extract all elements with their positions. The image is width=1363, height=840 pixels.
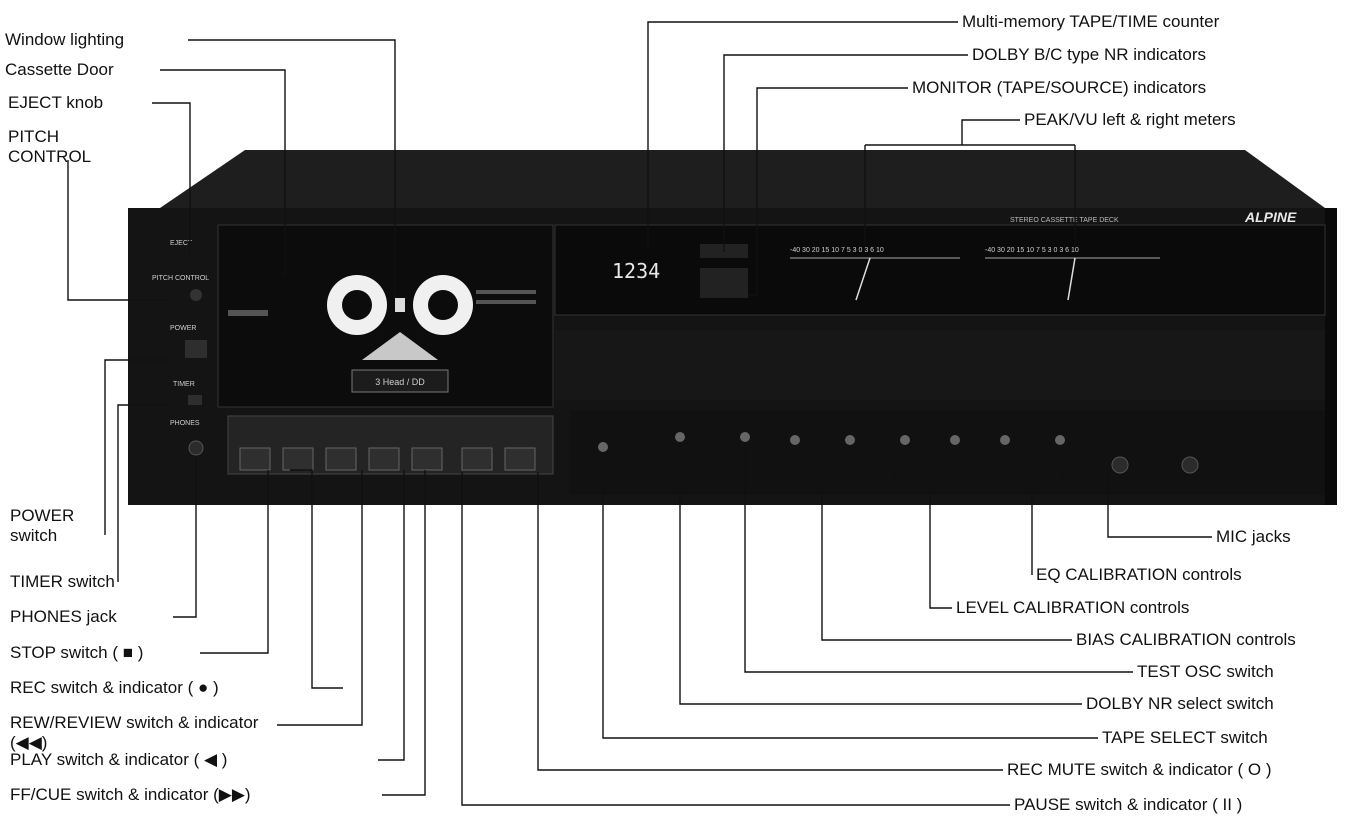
label-cassette-door: Cassette Door	[5, 60, 114, 80]
label-phones-jack: PHONES jack	[10, 607, 117, 627]
label-test-osc: TEST OSC switch	[1137, 662, 1274, 682]
label-stop-switch: STOP switch ( ■ )	[10, 643, 143, 663]
label-tape-select: TAPE SELECT switch	[1102, 728, 1268, 748]
label-window-lighting: Window lighting	[5, 30, 124, 50]
label-dolby-indicators: DOLBY B/C type NR indicators	[972, 45, 1206, 65]
label-rec-switch: REC switch & indicator ( ● )	[10, 678, 219, 698]
label-level-cal: LEVEL CALIBRATION controls	[956, 598, 1189, 618]
label-power-switch: POWER switch	[10, 506, 100, 546]
label-eject-knob: EJECT knob	[8, 93, 103, 113]
label-counter: Multi-memory TAPE/TIME counter	[962, 12, 1219, 32]
label-peak-vu: PEAK/VU left & right meters	[1024, 110, 1236, 130]
label-timer-switch: TIMER switch	[10, 572, 115, 592]
label-mic-jacks: MIC jacks	[1216, 527, 1291, 547]
label-pitch-control: PITCH CONTROL	[8, 127, 118, 167]
label-play-switch: PLAY switch & indicator ( ◀ )	[10, 750, 227, 770]
label-bias-cal: BIAS CALIBRATION controls	[1076, 630, 1296, 650]
label-pause: PAUSE switch & indicator ( II )	[1014, 795, 1242, 815]
label-ff-switch: FF/CUE switch & indicator (▶▶)	[10, 785, 251, 805]
label-rew-switch: REW/REVIEW switch & indicator (◀◀)	[10, 713, 275, 753]
label-dolby-select: DOLBY NR select switch	[1086, 694, 1274, 714]
label-eq-cal: EQ CALIBRATION controls	[1036, 565, 1242, 585]
label-monitor-indicators: MONITOR (TAPE/SOURCE) indicators	[912, 78, 1206, 98]
label-rec-mute: REC MUTE switch & indicator ( O )	[1007, 760, 1272, 780]
